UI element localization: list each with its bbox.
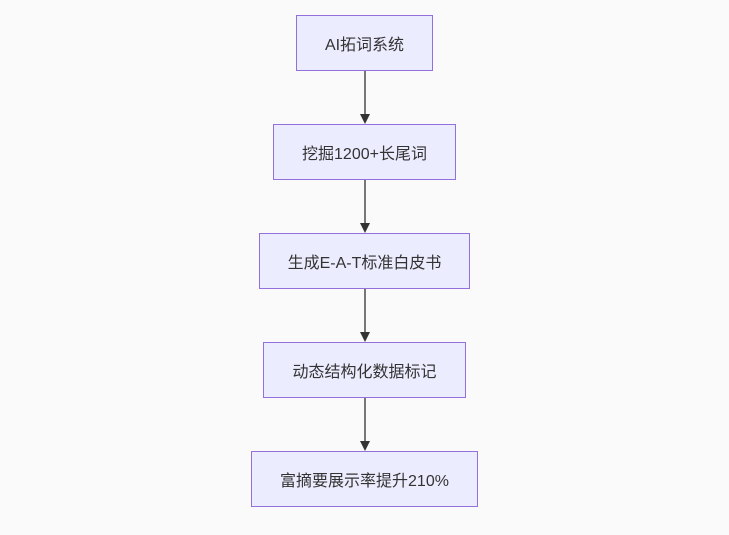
flow-node-eat-whitepaper: 生成E-A-T标准白皮书 — [258, 233, 471, 289]
flow-connector — [359, 180, 370, 233]
flow-node-ai-word-system: AI拓词系统 — [295, 15, 434, 71]
flow-node-label: 挖掘1200+长尾词 — [302, 146, 427, 163]
arrowhead-icon — [359, 114, 370, 124]
arrowhead-icon — [359, 332, 370, 342]
flow-connector — [359, 289, 370, 342]
connector-line — [363, 289, 366, 332]
flow-node-label: AI拓词系统 — [324, 37, 405, 54]
flowchart-column: AI拓词系统 挖掘1200+长尾词 生成E-A-T标准白皮书 动态结构化数据标记 — [251, 15, 478, 507]
connector-line — [363, 398, 366, 441]
flow-connector — [359, 398, 370, 451]
flow-node-structured-data: 动态结构化数据标记 — [263, 342, 466, 398]
flow-node-label: 生成E-A-T标准白皮书 — [287, 255, 442, 272]
flow-connector — [359, 71, 370, 124]
flow-node-label: 动态结构化数据标记 — [292, 364, 437, 381]
flow-node-longtail-mining: 挖掘1200+长尾词 — [273, 124, 456, 180]
connector-line — [363, 71, 366, 114]
connector-line — [363, 180, 366, 223]
arrowhead-icon — [359, 441, 370, 451]
arrowhead-icon — [359, 223, 370, 233]
flow-node-label: 富摘要展示率提升210% — [280, 473, 449, 490]
flow-node-rich-snippet-result: 富摘要展示率提升210% — [251, 451, 478, 507]
